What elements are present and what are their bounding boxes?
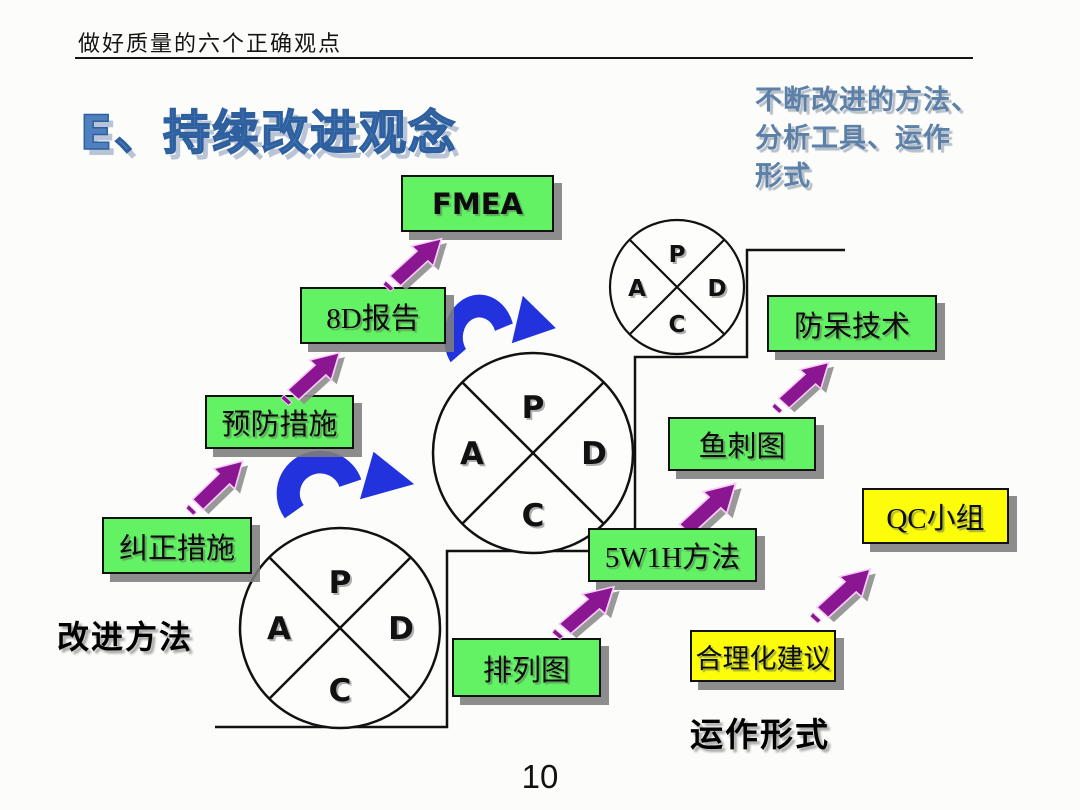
up-right-arrow-icon <box>281 351 346 406</box>
improve-methods-label: 改进方法 <box>57 619 194 655</box>
tool-label: 8D报告 <box>326 302 420 335</box>
pdca-letter-a: A <box>267 611 291 647</box>
tool-box-fishbone-diagram: 鱼刺图 <box>668 417 816 471</box>
header-title: 做好质量的六个正确观点 <box>78 31 343 56</box>
pdca-wheel: P A D C <box>607 217 747 357</box>
pdca-letter-c: C <box>521 498 545 534</box>
up-right-arrow-icon <box>383 237 448 292</box>
tool-box-mistake-proofing: 防呆技术 <box>767 295 937 352</box>
tool-box-pareto-chart: 排列图 <box>452 638 601 697</box>
rotate-arrow-icon <box>273 448 418 524</box>
tool-label: 排列图 <box>482 654 570 687</box>
tool-box-corrective-action: 纠正措施 <box>102 517 252 574</box>
pdca-letter-p: P <box>668 242 686 268</box>
page-number: 10 <box>521 758 559 795</box>
pdca-wheel-circle <box>431 351 635 555</box>
pdca-letter-c: C <box>668 312 686 338</box>
pdca-wheel: P A D C <box>430 350 636 556</box>
tool-label: 鱼刺图 <box>698 431 786 463</box>
pdca-letter-d: D <box>707 276 727 302</box>
pdca-letter-c: C <box>328 673 352 709</box>
tool-box-fmea: FMEA <box>401 175 554 232</box>
tool-label: 防呆技术 <box>793 310 910 343</box>
up-right-arrow-icon <box>772 361 835 414</box>
side-note-line: 形式 <box>755 160 811 191</box>
pdca-letter-p: P <box>328 565 352 601</box>
tool-box-preventive-action: 预防措施 <box>205 395 354 449</box>
operation-forms-label: 运作形式 <box>690 718 830 754</box>
tool-label: 5W1H方法 <box>604 542 741 574</box>
side-note-line: 分析工具、运作 <box>755 122 951 153</box>
pdca-wheel-circle <box>238 526 442 730</box>
tool-box-rationalization-proposal: 合理化建议 <box>690 630 836 682</box>
header-rule <box>75 57 973 59</box>
tool-label: 纠正措施 <box>118 532 235 565</box>
up-right-arrow-icon <box>186 460 249 516</box>
side-note-line: 不断改进的方法、 <box>755 85 979 115</box>
tool-label: FMEA <box>432 186 523 221</box>
pdca-wheel: P A D C <box>237 525 443 731</box>
pdca-letter-a: A <box>460 436 484 472</box>
tool-label: 合理化建议 <box>695 643 831 674</box>
side-note: 不断改进的方法、 分析工具、运作 形式 <box>755 82 1005 195</box>
tool-label: 预防措施 <box>221 409 338 441</box>
pdca-letter-p: P <box>521 390 545 426</box>
tool-box-8d-report: 8D报告 <box>300 287 446 344</box>
tool-label: QC小组 <box>886 503 985 535</box>
pdca-wheel-circle <box>608 218 746 356</box>
tool-box-5w1h-method: 5W1H方法 <box>588 528 757 582</box>
pdca-letter-a: A <box>628 276 646 302</box>
up-right-arrow-icon <box>810 568 877 624</box>
slide-title: E、持续改进观念 <box>79 105 458 162</box>
tool-box-qc-team: QC小组 <box>862 488 1009 544</box>
up-right-arrow-icon <box>552 585 621 640</box>
pdca-letter-d: D <box>581 436 607 472</box>
pdca-letter-d: D <box>388 611 414 647</box>
rotate-arrow-icon <box>441 292 559 368</box>
